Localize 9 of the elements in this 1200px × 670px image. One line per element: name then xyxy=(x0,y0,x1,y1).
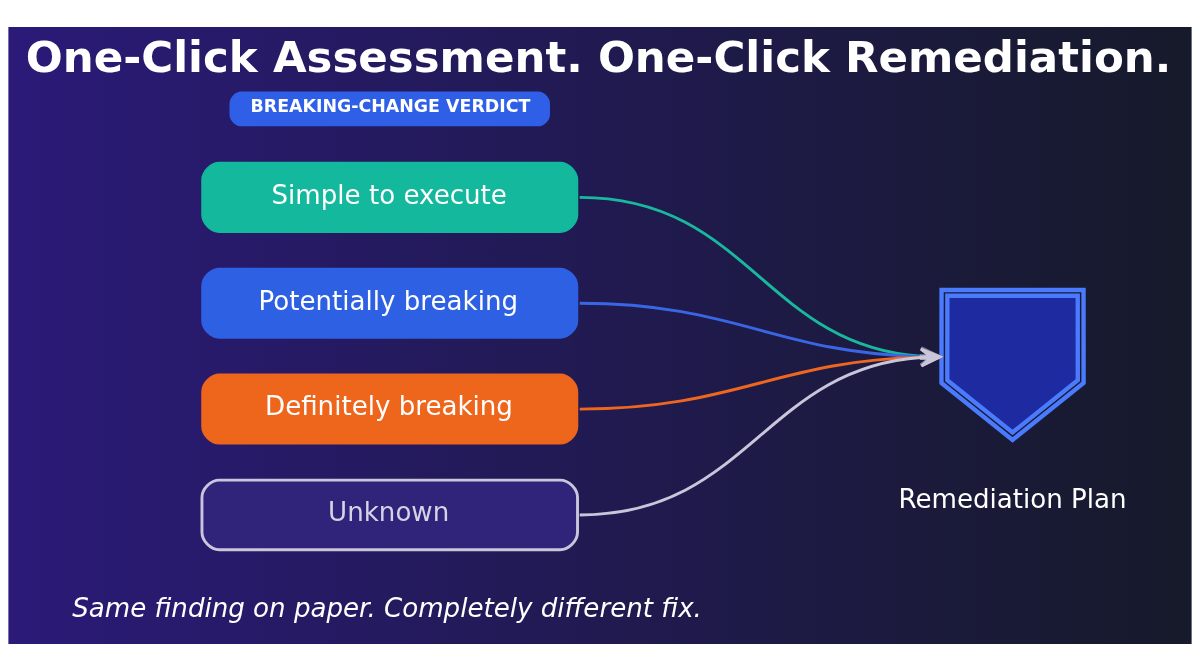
node-shield xyxy=(939,287,1086,443)
node-box: Potentially breaking xyxy=(201,267,579,339)
node-box: Definitely breaking xyxy=(201,373,579,445)
node-box: Unknown xyxy=(200,478,579,551)
node-label: Remediation Plan xyxy=(898,483,1127,514)
caption: Same finding on paper. Completely different fix. xyxy=(72,592,702,623)
node-box: BREAKING-CHANGE VERDICT xyxy=(229,91,550,126)
node-box: Simple to execute xyxy=(201,161,579,233)
diagram-title: One-Click Assessment. One-Click Remediation. xyxy=(25,31,1172,82)
